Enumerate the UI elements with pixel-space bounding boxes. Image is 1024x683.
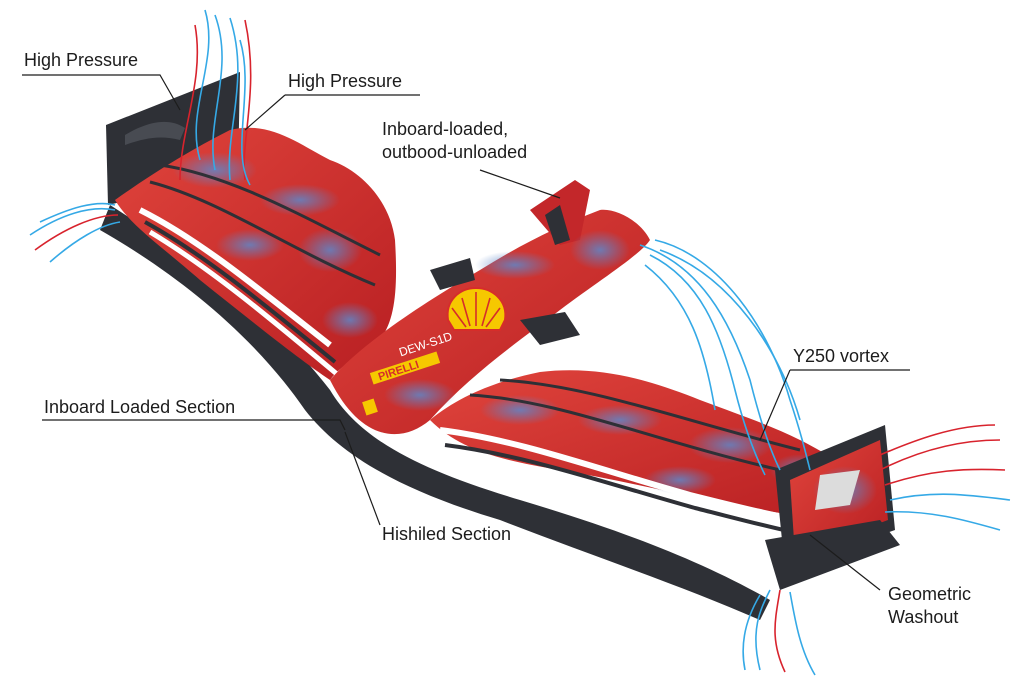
flow-lines-right-tip [879,424,1011,531]
label-geometric-line2: Washout [888,607,959,627]
label-inboard-loaded-line1: Inboard-loaded, [382,119,509,139]
label-geometric-washout: Geometric Washout [888,583,971,629]
flow-lines-top-left [179,9,252,186]
sponsor-band [369,351,441,385]
label-inboard-loaded-line2: outbood-unloaded [382,142,528,162]
label-high-pressure-right: High Pressure [288,71,403,91]
label-hishiled-section: Hishiled Section [382,524,512,544]
label-geometric-line1: Geometric [888,584,972,604]
shell-logo-icon [446,286,507,331]
label-high-pressure-left: High Pressure [24,50,139,70]
flow-lines-bottom-right [742,589,816,676]
leader-lines [22,74,910,591]
label-y250-vortex: Y250 vortex [793,346,890,366]
flow-lines-left-tip [29,202,121,263]
ferrari-shield-icon [362,398,378,416]
flow-lines-nose-vortex [639,239,811,476]
label-inboard-loaded: Inboard-loaded, outbood-unloaded [382,118,527,164]
label-inboard-loaded-section: Inboard Loaded Section [44,397,236,417]
